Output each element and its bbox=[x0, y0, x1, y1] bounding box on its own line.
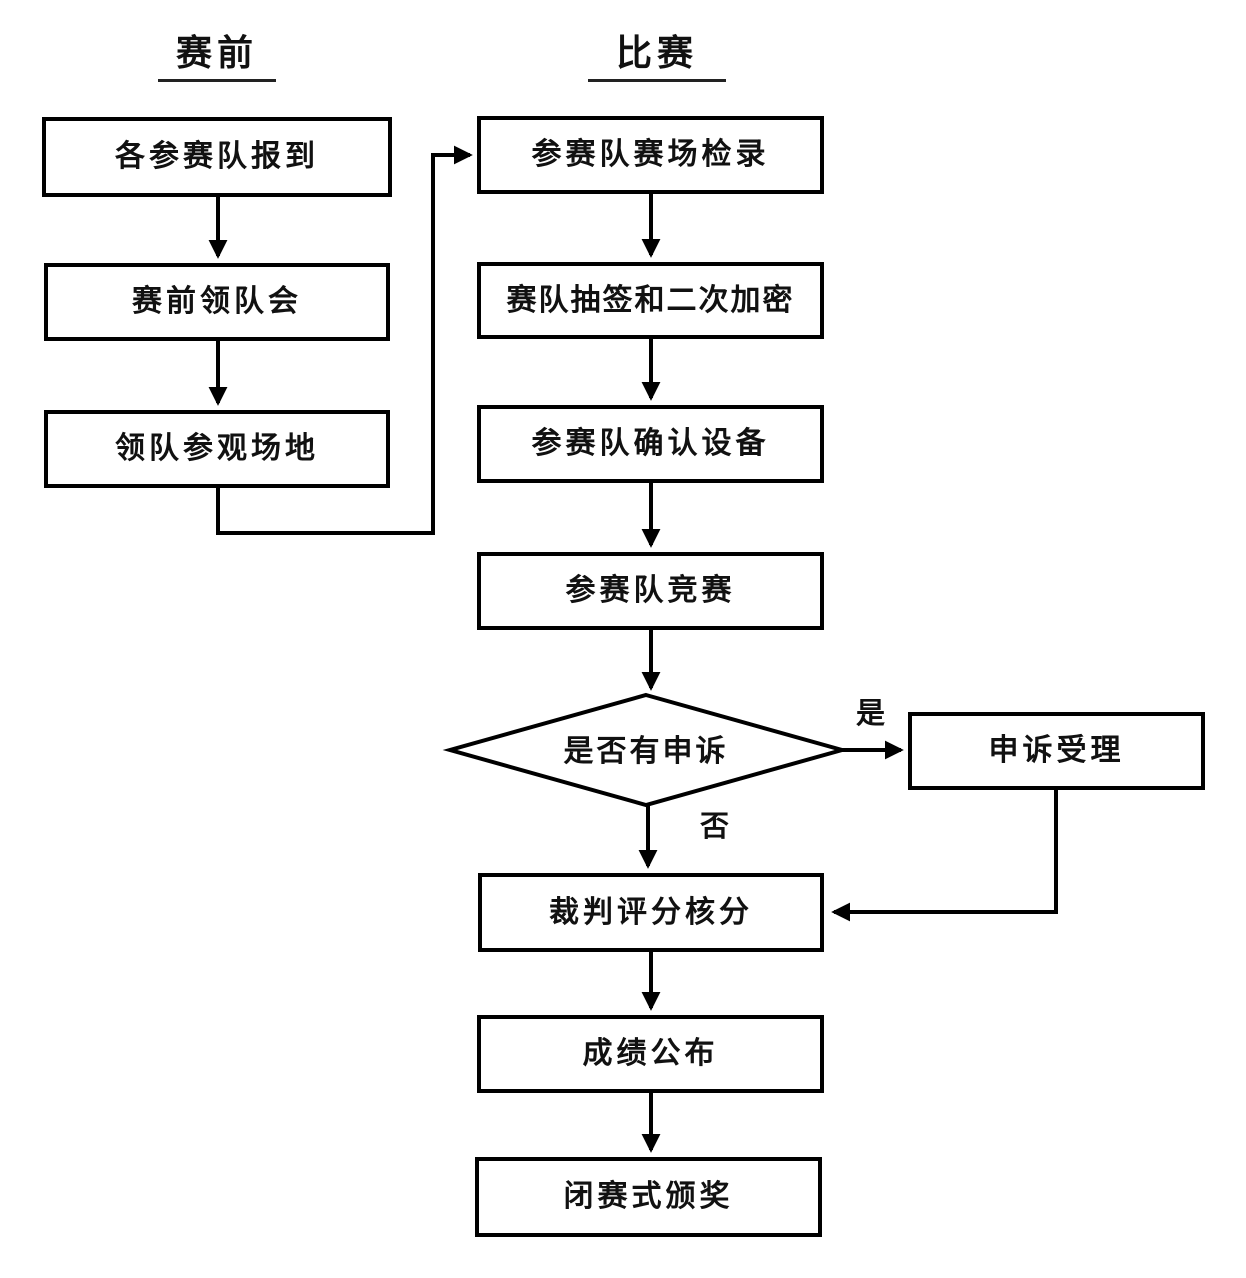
flow-box-closing-ceremony: 闭赛式颁奖 bbox=[475, 1157, 822, 1237]
flow-box-results-announcement: 成绩公布 bbox=[477, 1015, 824, 1093]
connector-visit-to-checkin bbox=[216, 145, 473, 535]
flow-box-competition: 参赛队竞赛 bbox=[477, 552, 824, 630]
edge-label-no: 否 bbox=[700, 809, 730, 843]
flow-box-venue-checkin: 参赛队赛场检录 bbox=[477, 116, 824, 194]
section-header-competition: 比赛 bbox=[588, 34, 726, 82]
edge-label-yes: 是 bbox=[856, 696, 886, 730]
decision-label-appeal-check: 是否有申诉 bbox=[563, 734, 729, 769]
connector-appeal-to-scoring bbox=[831, 790, 1058, 922]
flow-box-team-registration: 各参赛队报到 bbox=[42, 117, 392, 197]
flow-box-venue-visit: 领队参观场地 bbox=[44, 410, 390, 488]
flow-box-appeal-handling: 申诉受理 bbox=[908, 712, 1205, 790]
flow-box-equipment-confirm: 参赛队确认设备 bbox=[477, 405, 824, 483]
flow-box-leader-meeting: 赛前领队会 bbox=[44, 263, 390, 341]
section-header-pre-competition: 赛前 bbox=[158, 34, 276, 82]
flow-box-draw-and-encryption: 赛队抽签和二次加密 bbox=[477, 262, 824, 339]
flow-box-judge-scoring: 裁判评分核分 bbox=[478, 873, 824, 952]
